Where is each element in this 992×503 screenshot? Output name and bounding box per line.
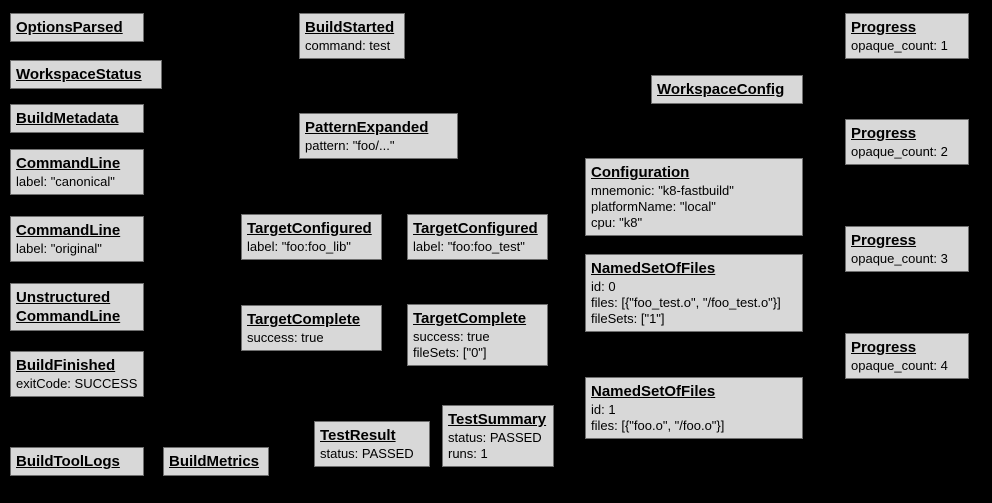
node-attributes: opaque_count: 4 xyxy=(851,358,948,373)
node-attributes: opaque_count: 3 xyxy=(851,251,948,266)
node-title: BuildMetrics xyxy=(169,453,260,470)
node-commandline-2: CommandLine label: "original" xyxy=(10,216,144,262)
node-title: Progress xyxy=(851,339,917,356)
node-title: Progress xyxy=(851,232,917,249)
node-title: BuildToolLogs xyxy=(16,453,120,470)
node-targetconfigured-2: TargetConfigured label: "foo:foo_test" xyxy=(407,214,548,260)
node-title: NamedSetOfFiles xyxy=(591,383,716,400)
node-title: OptionsParsed xyxy=(16,19,123,36)
node-targetcomplete: TargetComplete success: true xyxy=(241,305,382,351)
node-title: CommandLine xyxy=(16,155,121,172)
node-unstructured-commandline: Unstructured CommandLine xyxy=(10,283,144,331)
node-title: BuildStarted xyxy=(305,19,395,36)
node-attributes: status: PASSED xyxy=(320,446,414,461)
node-attributes: id: 0 files: [{"foo_test.o", "/foo_test.… xyxy=(591,279,781,326)
node-title: Configuration xyxy=(591,164,690,181)
node-attributes: label: "original" xyxy=(16,241,102,256)
node-progress-2: Progress opaque_count: 2 xyxy=(845,119,969,165)
node-title: NamedSetOfFiles xyxy=(591,260,716,277)
node-workspacestatus: WorkspaceStatus xyxy=(10,60,162,89)
node-testsummary: TestSummary status: PASSED runs: 1 xyxy=(442,405,554,467)
node-attributes: status: PASSED runs: 1 xyxy=(448,430,542,461)
node-title: Progress xyxy=(851,125,917,142)
node-attributes: success: true fileSets: ["0"] xyxy=(413,329,490,360)
node-patternexpanded: PatternExpanded pattern: "foo/..." xyxy=(299,113,458,159)
node-title: PatternExpanded xyxy=(305,119,429,136)
node-attributes: label: "canonical" xyxy=(16,174,115,189)
node-attributes: label: "foo:foo_test" xyxy=(413,239,525,254)
node-title: WorkspaceConfig xyxy=(657,81,785,98)
node-attributes: opaque_count: 1 xyxy=(851,38,948,53)
node-attributes: success: true xyxy=(247,330,324,345)
node-attributes: id: 1 files: [{"foo.o", "/foo.o"}] xyxy=(591,402,725,433)
node-targetconfigured: TargetConfigured label: "foo:foo_lib" xyxy=(241,214,382,260)
node-namedsetoffiles: NamedSetOfFiles id: 0 files: [{"foo_test.… xyxy=(585,254,803,332)
node-attributes: exitCode: SUCCESS xyxy=(16,376,138,391)
node-title: TestSummary xyxy=(448,411,547,428)
node-title: TargetConfigured xyxy=(413,220,538,237)
node-buildstarted: BuildStarted command: test xyxy=(299,13,405,59)
node-workspaceconfig: WorkspaceConfig xyxy=(651,75,803,104)
node-namedsetoffiles-2: NamedSetOfFiles id: 1 files: [{"foo.o", "… xyxy=(585,377,803,439)
node-commandline: CommandLine label: "canonical" xyxy=(10,149,144,195)
node-title: TestResult xyxy=(320,427,396,444)
node-title: Progress xyxy=(851,19,917,36)
node-buildmetrics: BuildMetrics xyxy=(163,447,269,476)
node-optionsparsed: OptionsParsed xyxy=(10,13,144,42)
node-attributes: mnemonic: "k8-fastbuild" platformName: "… xyxy=(591,183,734,230)
node-targetcomplete-2: TargetComplete success: true fileSets: ["… xyxy=(407,304,548,366)
node-progress: Progress opaque_count: 1 xyxy=(845,13,969,59)
node-attributes: pattern: "foo/..." xyxy=(305,138,395,153)
node-title: BuildFinished xyxy=(16,357,116,374)
node-title: Unstructured CommandLine xyxy=(16,289,121,325)
node-buildfinished: BuildFinished exitCode: SUCCESS xyxy=(10,351,144,397)
node-attributes: label: "foo:foo_lib" xyxy=(247,239,351,254)
node-buildtoollogs: BuildToolLogs xyxy=(10,447,144,476)
node-title: TargetComplete xyxy=(413,310,527,327)
node-attributes: command: test xyxy=(305,38,391,53)
node-progress-4: Progress opaque_count: 4 xyxy=(845,333,969,379)
node-configuration: Configuration mnemonic: "k8-fastbuild" pl… xyxy=(585,158,803,236)
node-progress-3: Progress opaque_count: 3 xyxy=(845,226,969,272)
node-title: BuildMetadata xyxy=(16,110,119,127)
node-testresult: TestResult status: PASSED xyxy=(314,421,430,467)
node-title: TargetConfigured xyxy=(247,220,372,237)
node-title: WorkspaceStatus xyxy=(16,66,142,83)
node-title: TargetComplete xyxy=(247,311,361,328)
node-attributes: opaque_count: 2 xyxy=(851,144,948,159)
node-buildmetadata: BuildMetadata xyxy=(10,104,144,133)
node-title: CommandLine xyxy=(16,222,121,239)
